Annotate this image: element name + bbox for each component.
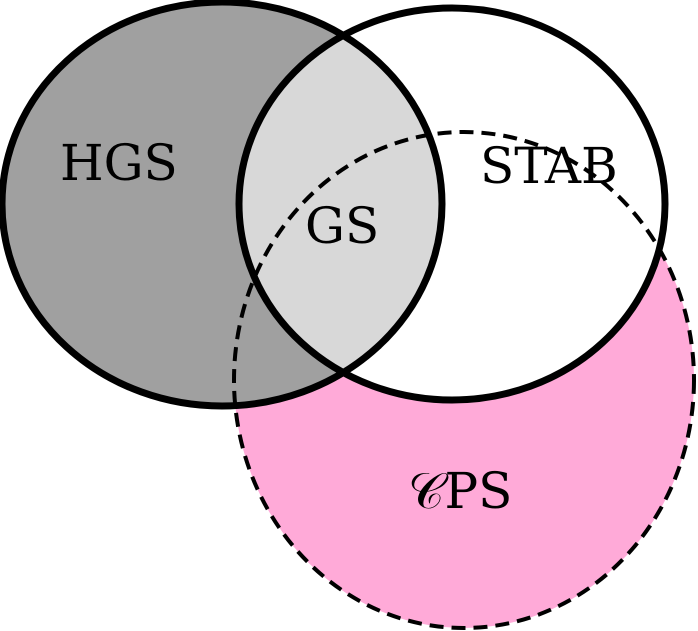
- gs-label: GS: [305, 197, 379, 255]
- gs-region: [239, 8, 442, 400]
- cps-outline: [232, 130, 696, 630]
- cps-label: 𝒞PS: [408, 462, 512, 520]
- stab-label: STAB: [480, 137, 618, 195]
- hgs-outline: [0, 0, 446, 410]
- stab-outline: [235, 4, 669, 404]
- hgs-label: HGS: [60, 134, 178, 192]
